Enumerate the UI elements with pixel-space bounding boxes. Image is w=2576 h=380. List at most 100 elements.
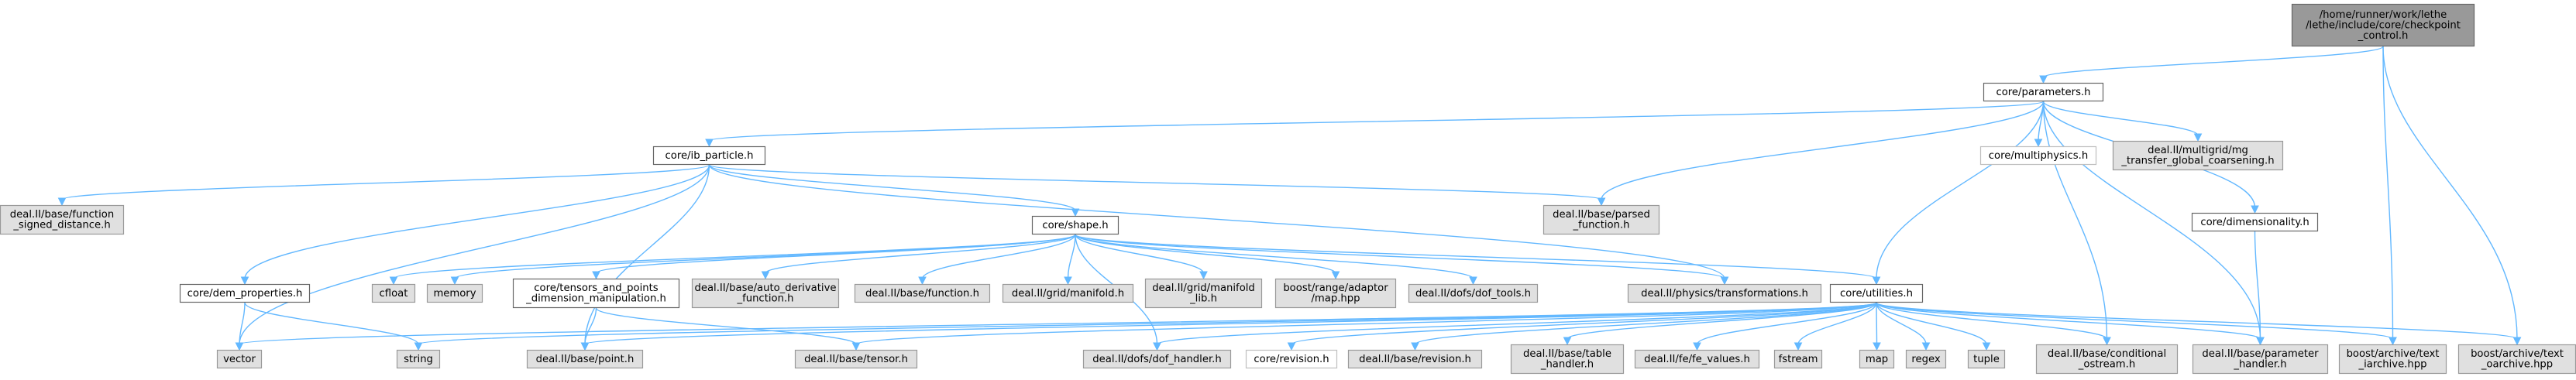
node-box-tuple: [1967, 349, 2006, 369]
node-dim[interactable]: core/dimensionality.h: [2191, 212, 2319, 232]
node-label-parsed-line-1: _function.h: [1572, 220, 1629, 231]
node-vector: vector: [216, 349, 263, 369]
node-box-boostmap: [1274, 278, 1397, 309]
arrowhead-shape-to-transf: [1720, 276, 1729, 286]
arrowhead-shape-to-cfloat: [389, 276, 398, 286]
node-manifold: deal.II/grid/manifold.h: [1002, 283, 1134, 303]
node-condostream: deal.II/base/conditional_ostream.h: [2035, 344, 2179, 375]
arrowhead-utils-to-condostream: [2103, 337, 2111, 346]
edge-root-to-tiarchive: [2382, 46, 2394, 340]
node-box-paramhandler: [2192, 344, 2329, 375]
node-box-memory: [426, 283, 483, 303]
edge-utils-to-tuple: [1876, 302, 1987, 345]
arrowhead-utils-to-toarchive: [2512, 337, 2522, 346]
edge-shape-to-manifold: [1067, 234, 1076, 279]
node-multiphys: core/multiphysics.h: [1979, 145, 2097, 166]
arrowhead-shape-to-manifold: [1064, 276, 1072, 286]
node-utils[interactable]: core/utilities.h: [1829, 283, 1924, 303]
node-memory: memory: [426, 283, 483, 303]
node-shape[interactable]: core/shape.h: [1031, 215, 1119, 235]
arrowhead-utils-to-tuple: [1982, 342, 1991, 351]
edge-ib-to-dem: [244, 164, 710, 279]
node-baserev: deal.II/base/revision.h: [1347, 349, 1483, 369]
arrowhead-shape-to-memory: [450, 276, 459, 286]
arrowhead-root-to-params: [2039, 75, 2048, 84]
node-label-params-line-0: core/parameters.h: [1996, 87, 2090, 98]
node-label-multiphys-line-0: core/multiphysics.h: [1989, 150, 2088, 162]
node-point: deal.II/base/point.h: [526, 349, 644, 369]
node-fstream: fstream: [1773, 349, 1823, 369]
node-box-point: [526, 349, 644, 369]
edge-tensors-to-tensor: [595, 307, 857, 345]
edge-ib-to-transf: [708, 164, 1725, 279]
node-box-sd: [0, 204, 125, 235]
edge-utils-to-vector: [239, 302, 1877, 345]
arrowhead-shape-to-maniflib: [1199, 271, 1208, 280]
arrowhead-shape-to-boostmap: [1331, 271, 1340, 280]
node-label-sd-line-0: deal.II/base/function: [10, 209, 114, 221]
edge-utils-to-revision: [1291, 302, 1877, 345]
edge-utils-to-paramhandler: [1876, 302, 2261, 340]
node-label-mg-line-1: _transfer_global_coarsening.h: [2120, 156, 2274, 167]
node-box-root: [2291, 3, 2475, 47]
edge-utils-to-tiarchive: [1876, 302, 2394, 340]
arrowhead-utils-to-tensor: [851, 342, 861, 351]
node-box-baserev: [1347, 349, 1483, 369]
node-ib[interactable]: core/ib_particle.h: [652, 145, 766, 166]
node-tensors[interactable]: core/tensors_and_points_dimension_manipu…: [512, 278, 680, 309]
edge-shape-to-tensors: [595, 234, 1076, 274]
node-label-boostmap-line-0: boost/range/adaptor: [1283, 282, 1388, 294]
node-autoderiv: deal.II/base/auto_derivative_function.h: [691, 278, 840, 309]
arrowhead-utils-to-fstream: [1794, 342, 1803, 351]
node-sd: deal.II/base/function_signed_distance.h: [0, 204, 125, 235]
node-label-utils-line-0: core/utilities.h: [1840, 288, 1913, 300]
node-box-dofhandler: [1082, 349, 1232, 369]
edge-utils-to-baserev: [1414, 302, 1877, 345]
node-label-vector-line-0: vector: [223, 354, 256, 365]
node-label-cfloat-line-0: cfloat: [380, 288, 408, 300]
edge-shape-to-cfloat: [393, 234, 1076, 279]
node-box-shape: [1031, 215, 1119, 235]
node-label-toarchive-line-0: boost/archive/text: [2471, 348, 2564, 360]
edge-params-to-mg: [2042, 101, 2199, 136]
node-label-toarchive-line-1: _oarchive.hpp: [2481, 359, 2553, 371]
node-box-tensors: [512, 278, 680, 309]
node-label-point-line-0: deal.II/base/point.h: [536, 354, 635, 365]
arrowhead-shape-to-utils: [1872, 276, 1881, 286]
node-label-autoderiv-line-0: deal.II/base/auto_derivative: [694, 282, 836, 294]
node-params[interactable]: core/parameters.h: [1983, 82, 2104, 102]
node-label-regex-line-0: regex: [1911, 354, 1940, 365]
node-label-condostream-line-1: _ostream.h: [2078, 359, 2135, 371]
node-box-doftools: [1408, 283, 1539, 303]
node-transf: deal.II/physics/transformations.h: [1627, 283, 1822, 303]
node-box-tensor: [794, 349, 918, 369]
edge-utils-to-map: [1876, 302, 1878, 345]
edge-ib-to-vector: [239, 164, 710, 345]
edge-utils-to-tensor: [855, 302, 1877, 345]
arrowhead-ib-to-dem: [240, 276, 249, 286]
arrowhead-utils-to-tiarchive: [2389, 337, 2397, 346]
node-box-mg: [2112, 140, 2284, 171]
node-box-cfloat: [371, 283, 416, 303]
edge-params-to-paramhandler: [2042, 101, 2261, 340]
node-function: deal.II/base/function.h: [854, 283, 991, 303]
edge-utils-to-dofhandler: [1156, 302, 1877, 345]
node-box-fevalues: [1634, 349, 1760, 369]
node-box-revision: [1245, 349, 1338, 369]
node-label-tiarchive-line-1: _iarchive.hpp: [2358, 359, 2427, 371]
node-label-baserev-line-0: deal.II/base/revision.h: [1359, 354, 1471, 365]
node-root[interactable]: /home/runner/work/lethe/lethe/include/co…: [2291, 3, 2475, 47]
node-dem[interactable]: core/dem_properties.h: [179, 283, 311, 303]
node-paramhandler: deal.II/base/parameter_handler.h: [2192, 344, 2329, 375]
arrowhead-params-to-mg: [2193, 133, 2203, 142]
edge-utils-to-condostream: [1876, 302, 2108, 340]
node-label-fevalues-line-0: deal.II/fe/fe_values.h: [1644, 354, 1750, 365]
node-box-maniflib: [1144, 278, 1263, 309]
arrowhead-utils-to-table: [1563, 337, 1572, 346]
arrowhead-utils-to-map: [1873, 342, 1881, 351]
edge-tensors-to-point: [584, 307, 597, 345]
edge-ib-to-sd: [61, 164, 710, 200]
arrowhead-utils-to-paramhandler: [2256, 337, 2265, 346]
edge-root-to-toarchive: [2382, 46, 2518, 340]
edge-layer: [57, 46, 2522, 351]
